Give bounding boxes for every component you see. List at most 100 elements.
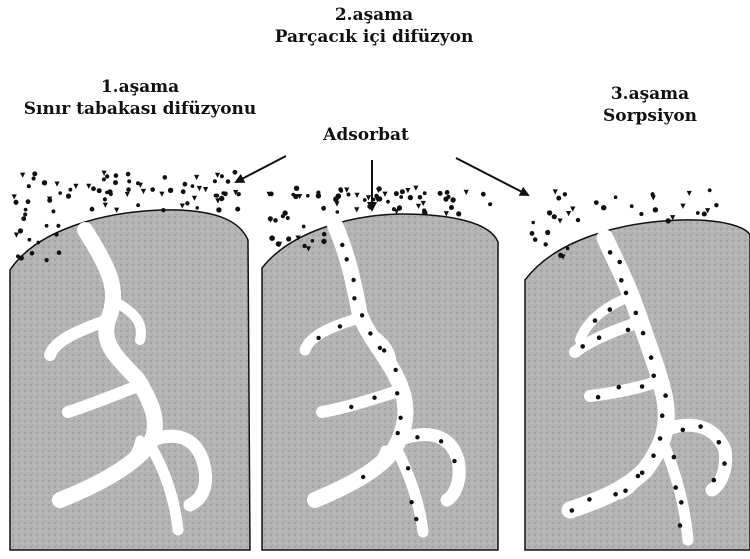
adsorbate-particle — [321, 239, 326, 244]
adsorbate-particle — [545, 230, 550, 235]
adsorbate-particle — [103, 197, 107, 201]
adsorbate-particle — [566, 211, 571, 216]
adsorbate-particle — [269, 235, 275, 241]
adsorbate-particle — [409, 500, 413, 504]
adsorbate-particle — [105, 191, 109, 195]
adsorbate-particle — [658, 436, 663, 441]
adsorbate-particle — [378, 198, 382, 202]
adsorbate-particle — [666, 218, 671, 223]
arrow-to-stage3 — [456, 158, 528, 195]
adsorbate-particle — [215, 173, 220, 178]
adsorbate-particle — [421, 201, 426, 206]
adsorbate-particle — [570, 508, 575, 513]
adsorbate-particle — [649, 355, 654, 360]
adsorbate-particle — [702, 212, 707, 217]
adsorbate-particle — [679, 500, 684, 505]
adsorbate-particle — [294, 186, 299, 191]
adsorbate-particle — [27, 184, 31, 188]
adsorbate-particle — [214, 194, 218, 198]
adsorbate-particle — [367, 205, 371, 209]
adsorbate-particle — [51, 209, 55, 213]
adsorbate-particle — [57, 250, 62, 255]
adsorbate-particle — [570, 206, 575, 211]
adsorbate-particle — [398, 416, 402, 420]
adsorbate-particle — [150, 187, 155, 192]
adsorbate-particle — [340, 243, 344, 247]
adsorbate-particle — [397, 205, 402, 210]
adsorbate-particle — [316, 191, 320, 195]
adsorbate-particle — [580, 344, 585, 349]
adsorbate-particle — [16, 254, 20, 258]
adsorbate-particle — [698, 424, 703, 429]
adsorbate-particle — [197, 186, 202, 191]
adsorbate-particle — [351, 278, 355, 282]
adsorbate-particle — [36, 241, 40, 245]
adsorbate-particle — [673, 485, 678, 490]
adsorbate-particle — [90, 207, 95, 212]
adsorbate-particle — [608, 250, 613, 255]
adsorbate-particle — [352, 296, 356, 300]
adsorbate-particle — [377, 186, 382, 191]
adsorbate-particle — [405, 188, 410, 193]
adsorbate-particle — [125, 192, 130, 197]
adsorbate-particle — [233, 170, 238, 175]
adsorbate-particle — [640, 471, 645, 476]
adsorbate-particle — [216, 207, 221, 212]
adsorbate-particle — [594, 200, 599, 205]
adsorbate-particle — [392, 207, 396, 211]
adsorbate-particle — [396, 431, 400, 435]
particle-body — [262, 214, 498, 550]
adsorbate-particle — [414, 517, 418, 521]
adsorbate-particle — [286, 216, 290, 220]
adsorbate-particle — [334, 201, 339, 206]
adsorbate-particle — [97, 188, 102, 193]
adsorbate-particle — [531, 221, 535, 225]
adsorbate-particle — [438, 191, 443, 196]
adsorbate-particle — [28, 238, 32, 242]
adsorbate-particle — [20, 173, 25, 178]
adsorbate-particle — [406, 466, 410, 470]
adsorbate-particle — [587, 497, 592, 502]
adsorbate-particle — [281, 214, 285, 218]
adsorbate-particle — [237, 192, 241, 196]
adsorbate-particle — [192, 196, 197, 201]
adsorbate-particle — [73, 184, 78, 189]
adsorbate-particle — [717, 440, 722, 445]
adsorbate-particle — [159, 192, 164, 197]
adsorbate-particle — [361, 475, 365, 479]
adsorbate-particle — [56, 224, 60, 228]
adsorbate-particle — [593, 318, 598, 323]
adsorbate-particle — [576, 218, 580, 222]
adsorbate-particle — [195, 206, 199, 210]
adsorbate-particle — [563, 192, 567, 196]
adsorbate-particle — [12, 194, 17, 199]
adsorbate-particle — [601, 205, 606, 210]
adsorbate-particle — [399, 195, 403, 199]
adsorbate-particle — [105, 174, 109, 178]
adsorbate-particle — [630, 204, 634, 208]
adsorbate-particle — [464, 190, 469, 195]
adsorbate-particle — [203, 187, 208, 192]
panel-stage1 — [10, 170, 250, 550]
adsorbate-particle — [14, 233, 19, 238]
adsorbate-particle — [268, 216, 273, 221]
adsorbate-particle — [556, 196, 561, 201]
adsorbate-particle — [354, 193, 359, 198]
adsorbate-particle — [372, 198, 376, 202]
adsorbate-particle — [339, 189, 343, 193]
adsorbate-particle — [91, 186, 96, 191]
adsorbate-particle — [626, 328, 631, 333]
adsorbate-particle — [687, 191, 692, 196]
adsorbate-particle — [181, 189, 186, 194]
adsorbate-particle — [32, 171, 37, 176]
adsorbate-particle — [608, 307, 613, 312]
adsorbate-particle — [161, 208, 165, 212]
adsorbate-particle — [439, 439, 443, 443]
adsorbate-particle — [344, 188, 349, 193]
adsorbate-particle — [302, 244, 306, 248]
adsorbate-particle — [382, 348, 386, 352]
adsorbate-particle — [336, 210, 340, 214]
adsorbate-particle — [136, 203, 140, 207]
adsorbate-particle — [640, 384, 645, 389]
adsorbate-particle — [651, 192, 655, 196]
